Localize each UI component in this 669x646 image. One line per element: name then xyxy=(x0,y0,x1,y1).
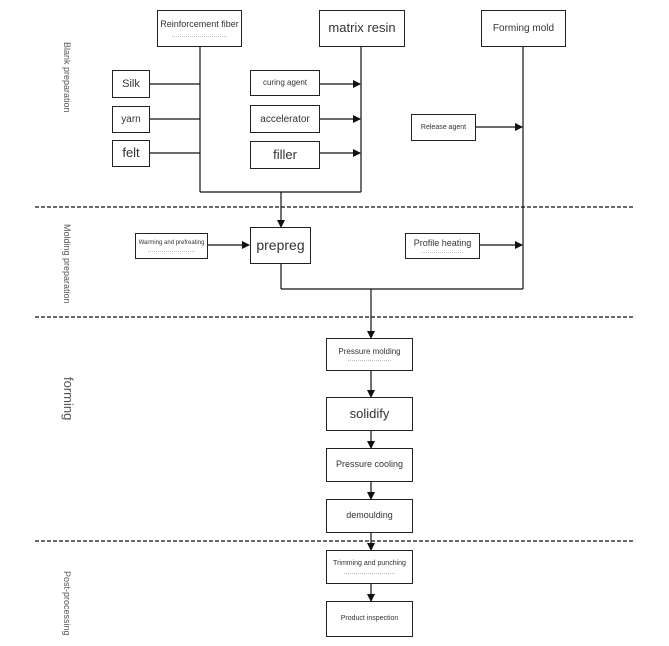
node-label: Release agent xyxy=(420,123,467,131)
node-label: matrix resin xyxy=(328,20,396,36)
node-label: accelerator xyxy=(260,113,310,125)
node-demoulding: demoulding xyxy=(326,499,413,533)
node-filler: filler xyxy=(250,141,320,169)
node-label: Profile heating xyxy=(413,238,472,249)
node-label: solidify xyxy=(349,405,390,421)
node-label: felt xyxy=(122,145,140,161)
node-label: Product inspection xyxy=(340,615,399,623)
node-solidify: solidify xyxy=(326,397,413,431)
node-label: Silk xyxy=(122,77,140,90)
node-prepreg: prepreg xyxy=(250,227,311,264)
node-label: demoulding xyxy=(346,510,393,521)
phase-label-forming: forming xyxy=(61,377,76,421)
node-profile-heating: Profile heating xyxy=(405,233,480,259)
node-label: prepreg xyxy=(256,236,305,253)
node-label: curing agent xyxy=(262,77,308,87)
node-label: Reinforcement fiber xyxy=(160,19,239,30)
node-silk: Silk xyxy=(112,70,150,98)
node-product-inspection: Product inspection xyxy=(326,601,413,637)
node-forming-mold: Forming mold xyxy=(481,10,566,47)
node-release-agent: Release agent xyxy=(411,114,476,141)
node-warming-prefreating: Warming and prefreating xyxy=(135,233,208,259)
node-label: Trimming and punching xyxy=(333,560,406,568)
node-label: Pressure molding xyxy=(338,346,401,356)
node-pressure-molding: Pressure molding xyxy=(326,338,413,371)
node-pressure-cooling: Pressure cooling xyxy=(326,448,413,482)
node-label: filler xyxy=(273,146,297,162)
node-trimming-punching: Trimming and punching xyxy=(326,550,413,584)
node-felt: felt xyxy=(112,140,150,167)
node-label: Forming mold xyxy=(492,23,555,34)
node-matrix-resin: matrix resin xyxy=(319,10,405,47)
node-label: Warming and prefreating xyxy=(138,240,205,247)
phase-label-blank-preparation: Blank preparation xyxy=(62,42,72,113)
node-reinforcement-fiber: Reinforcement fiber xyxy=(157,10,242,47)
node-yarn: yarn xyxy=(112,106,150,133)
node-curing-agent: curing agent xyxy=(250,70,320,96)
phase-label-post-processing: Post-processing xyxy=(62,571,72,636)
node-label: Pressure cooling xyxy=(335,459,404,470)
phase-label-molding-preparation: Molding preparation xyxy=(62,224,72,304)
node-accelerator: accelerator xyxy=(250,105,320,133)
node-label: yarn xyxy=(121,114,141,125)
